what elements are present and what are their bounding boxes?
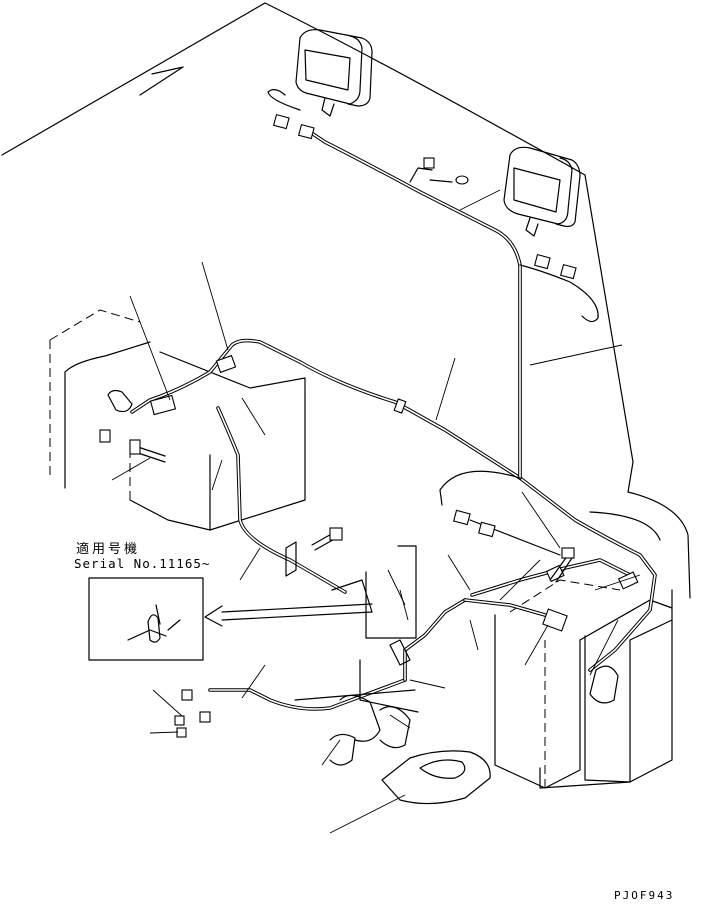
- battery-box-left: [49, 309, 306, 531]
- leader-lines: [111, 189, 641, 834]
- drawing-code: PJOF943: [614, 889, 675, 902]
- connectors: [99, 113, 639, 738]
- lamp-harness: [267, 89, 599, 556]
- detail-arrow: [204, 603, 373, 627]
- bracket-frame: [294, 545, 419, 766]
- tow-hook-icon: [381, 750, 491, 805]
- work-lamp-left-icon: [295, 29, 373, 117]
- detail-inset: [88, 577, 204, 661]
- bolts-and-clamps: [107, 389, 619, 704]
- rear-deck-outline: [539, 491, 691, 789]
- applicable-machine-label: 適用号機: [76, 542, 141, 557]
- cab-roof-outline: [1, 2, 634, 493]
- work-lamp-right-icon: [503, 146, 581, 237]
- serial-number-label: Serial No.11165~: [74, 556, 211, 571]
- battery-box-right: [494, 579, 673, 789]
